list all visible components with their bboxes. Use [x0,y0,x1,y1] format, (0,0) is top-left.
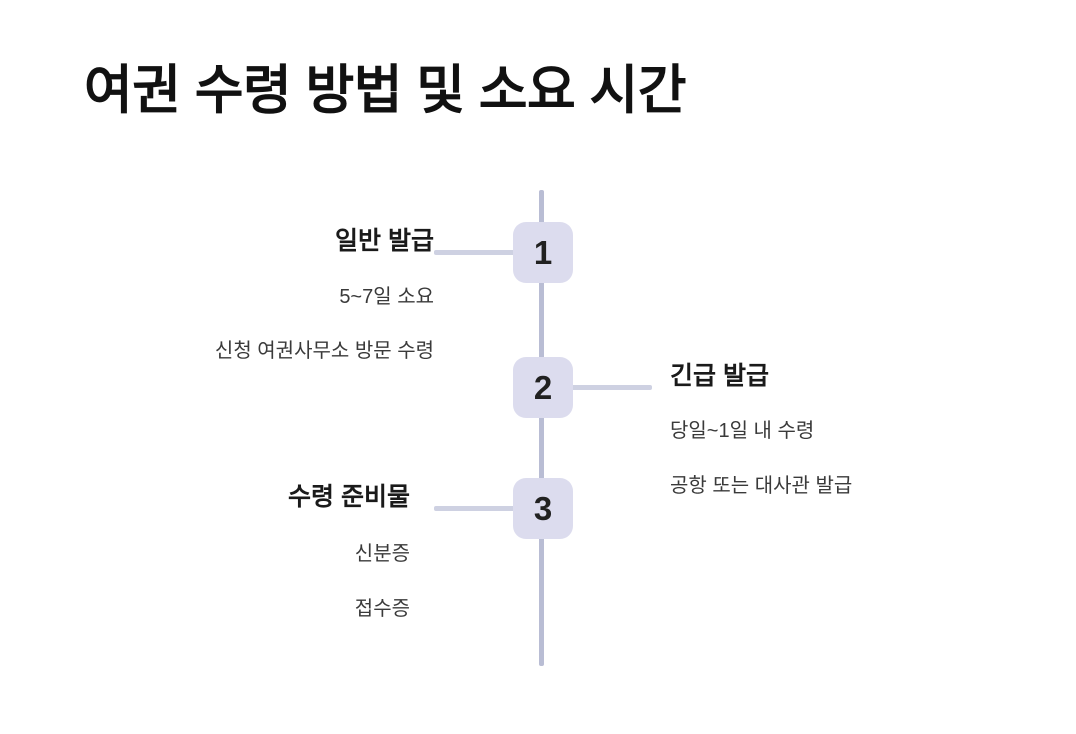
step-2-text-block: 긴급 발급 당일~1일 내 수령 공항 또는 대사관 발급 [670,360,1050,499]
timeline-node-1[interactable]: 1 [513,222,573,283]
step-1-heading: 일반 발급 [335,227,434,255]
step-1-text-block: 일반 발급 5~7일 소요 신청 여권사무소 방문 수령 [34,225,434,364]
connector-step-1 [434,250,516,255]
timeline-node-3[interactable]: 3 [513,478,573,539]
step-3-line-1: 신분증 [354,542,410,565]
step-2-line-2: 공항 또는 대사관 발급 [670,474,853,497]
step-2-line-1: 당일~1일 내 수령 [670,419,815,442]
step-3-text-block: 수령 준비물 신분증 접수증 [10,481,410,622]
step-1-line-2: 신청 여권사무소 방문 수령 [214,339,434,362]
step-3-line-2: 접수증 [354,597,410,620]
connector-step-2 [570,385,652,390]
step-1-line-1: 5~7일 소요 [339,285,434,308]
timeline-spine [539,190,544,666]
page-title: 여권 수령 방법 및 소요 시간 [84,61,687,120]
connector-step-3 [434,506,516,511]
timeline-node-2[interactable]: 2 [513,357,573,418]
step-2-heading: 긴급 발급 [670,362,769,390]
step-3-heading: 수령 준비물 [288,483,410,511]
